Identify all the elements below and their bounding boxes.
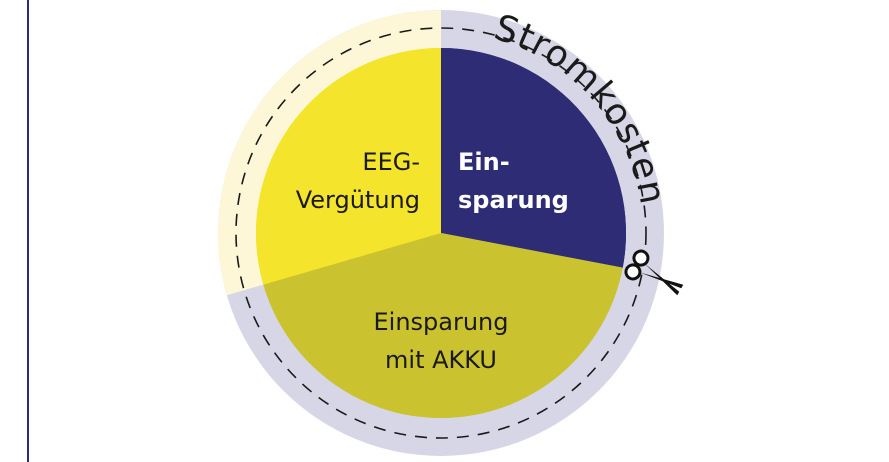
pie-slice-label: Ein-sparung (458, 148, 569, 214)
label-line: mit AKKU (385, 346, 497, 374)
left-border-line (27, 0, 29, 462)
pie-slice-overlay (263, 233, 623, 419)
pie-slice-label: Einsparung mit AKKU (373, 308, 508, 374)
label-line: EEG- (362, 148, 420, 176)
label-line: Vergütung (296, 186, 420, 214)
label-line: Einsparung (373, 308, 508, 336)
pie-slice-label: EEG- Vergütung (296, 148, 420, 214)
label-line: Ein- (458, 148, 510, 176)
pie-slice-overlay (256, 48, 441, 285)
pie-slice-overlay (441, 48, 626, 268)
cut-line-dashed (235, 27, 647, 439)
label-line: sparung (458, 186, 569, 214)
scissors-icon (624, 249, 684, 296)
